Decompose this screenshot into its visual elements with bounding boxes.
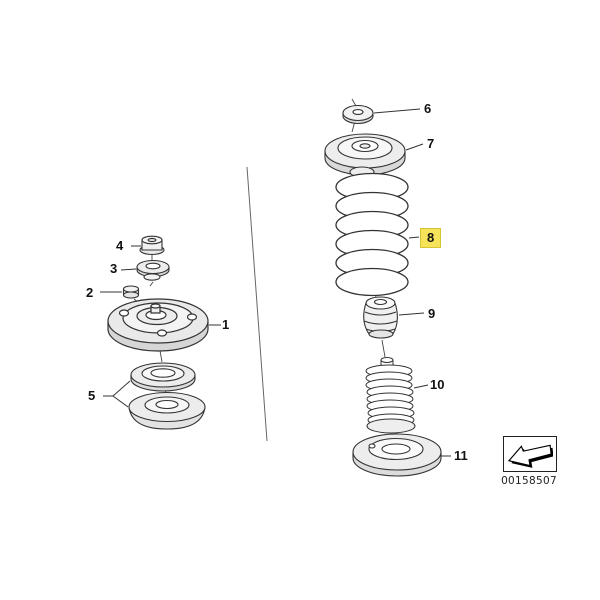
part-upper-spring-plate	[324, 133, 406, 178]
separator-line	[246, 166, 268, 442]
callout-8-highlighted[interactable]: 8	[420, 228, 442, 248]
callout-1[interactable]: 1	[222, 317, 230, 332]
callout-11[interactable]: 11	[454, 448, 468, 463]
part-hex-nut-small	[122, 285, 140, 299]
part-auxiliary-damper	[363, 296, 398, 339]
callout-4[interactable]: 4	[116, 238, 124, 253]
part-cap	[342, 104, 374, 125]
callout-7[interactable]: 7	[427, 136, 435, 151]
direction-arrow-icon	[507, 444, 553, 468]
callout-5[interactable]: 5	[88, 388, 96, 403]
callout-9[interactable]: 9	[428, 306, 436, 321]
diagram-part-number: 00158507	[501, 475, 557, 487]
part-support-washer	[136, 259, 170, 281]
callout-3[interactable]: 3	[110, 261, 118, 276]
leader-lines	[100, 108, 451, 457]
part-lower-spring-pad	[352, 433, 442, 477]
legend-box	[503, 436, 557, 472]
callout-10[interactable]: 10	[430, 377, 445, 392]
part-dust-boot	[365, 357, 416, 434]
callout-6[interactable]: 6	[424, 101, 432, 116]
part-strut-support-bearing	[107, 298, 209, 352]
part-hex-nut-top	[139, 235, 165, 256]
part-spring-pad-set	[128, 362, 206, 430]
part-coil-spring	[335, 172, 409, 297]
callout-2[interactable]: 2	[86, 285, 94, 300]
